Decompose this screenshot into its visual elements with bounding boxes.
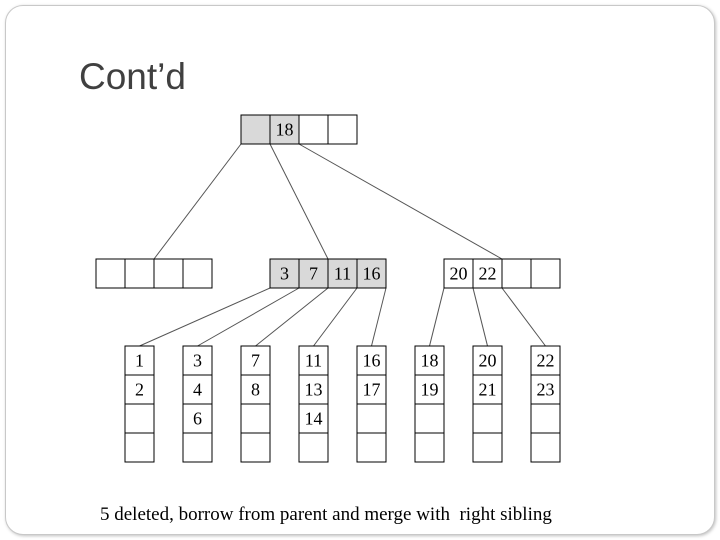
- key-label: 8: [251, 380, 260, 400]
- key-cell: [472, 345, 503, 376]
- key-cell: [472, 403, 503, 434]
- key-cell: [356, 374, 387, 405]
- key-label: 6: [193, 409, 202, 429]
- key-cell: [240, 432, 271, 463]
- tree-edge: [269, 143, 329, 260]
- key-label: 7: [251, 351, 260, 371]
- tree-edge: [255, 287, 329, 347]
- key-cell: [530, 258, 561, 289]
- tree-edge: [501, 287, 546, 347]
- key-cell: [414, 403, 445, 434]
- key-cell: [530, 432, 561, 463]
- key-label: 1: [135, 351, 144, 371]
- key-cell: [240, 374, 271, 405]
- tree-edge: [313, 287, 358, 347]
- key-cell: [327, 258, 358, 289]
- slide-title: Cont’d: [79, 56, 186, 97]
- tree-edge: [429, 287, 445, 347]
- key-cell: [298, 345, 329, 376]
- leaf-node: 11 13 14: [298, 345, 329, 463]
- key-cell: [414, 345, 445, 376]
- key-label: 14: [305, 409, 323, 429]
- tree-edge: [472, 287, 488, 347]
- key-label: 22: [537, 351, 555, 371]
- key-cell: [356, 403, 387, 434]
- key-cell: [472, 432, 503, 463]
- key-label: 3: [193, 351, 202, 371]
- leaf-node: 12: [124, 345, 155, 463]
- key-cell: [182, 258, 213, 289]
- slide-caption: 5 deleted, borrow from parent and merge …: [100, 504, 552, 525]
- key-label: 20: [450, 264, 468, 284]
- key-cell: [530, 345, 561, 376]
- key-cell: [124, 374, 155, 405]
- key-cell: [124, 403, 155, 434]
- key-label: 16: [363, 351, 381, 371]
- key-cell: [356, 258, 387, 289]
- key-label: 23: [537, 380, 555, 400]
- key-cell: [298, 374, 329, 405]
- root-node: 18: [240, 114, 358, 145]
- key-label: 20: [479, 351, 497, 371]
- key-cell: [240, 403, 271, 434]
- key-cell: [472, 374, 503, 405]
- key-cell: [182, 432, 213, 463]
- key-cell: [240, 345, 271, 376]
- key-cell: [530, 403, 561, 434]
- key-cell: [530, 374, 561, 405]
- key-cell: [472, 258, 503, 289]
- leaf-node: 3 4 6: [182, 345, 213, 463]
- internal-node: [95, 258, 213, 289]
- key-cell: [501, 258, 532, 289]
- key-label: 2: [135, 380, 144, 400]
- key-cell: [327, 114, 358, 145]
- tree-edge: [371, 287, 387, 347]
- key-label: 11: [334, 264, 351, 284]
- key-cell: [124, 258, 155, 289]
- key-cell: [182, 403, 213, 434]
- key-cell: [356, 432, 387, 463]
- key-cell: [298, 432, 329, 463]
- key-label: 18: [276, 120, 294, 140]
- key-cell: [240, 114, 271, 145]
- key-cell: [269, 114, 300, 145]
- key-label: 21: [479, 380, 497, 400]
- key-label: 18: [421, 351, 439, 371]
- key-cell: [298, 258, 329, 289]
- key-label: 19: [421, 380, 439, 400]
- key-label: 17: [363, 380, 381, 400]
- key-label: 11: [305, 351, 322, 371]
- key-cell: [124, 345, 155, 376]
- key-label: 7: [309, 264, 318, 284]
- key-cell: [298, 403, 329, 434]
- key-label: 22: [479, 264, 497, 284]
- key-cell: [298, 114, 329, 145]
- key-cell: [414, 432, 445, 463]
- key-cell: [356, 345, 387, 376]
- key-cell: [269, 258, 300, 289]
- key-label: 16: [363, 264, 381, 284]
- key-cell: [153, 258, 184, 289]
- tree-edge: [139, 287, 271, 347]
- leaf-node: 78: [240, 345, 271, 463]
- key-cell: [182, 374, 213, 405]
- key-cell: [95, 258, 126, 289]
- key-label: 13: [305, 380, 323, 400]
- tree-edge: [153, 143, 242, 260]
- key-cell: [124, 432, 155, 463]
- key-label: 4: [193, 380, 202, 400]
- tree-edge: [197, 287, 300, 347]
- key-label: 3: [280, 264, 289, 284]
- tree-edge: [298, 143, 503, 260]
